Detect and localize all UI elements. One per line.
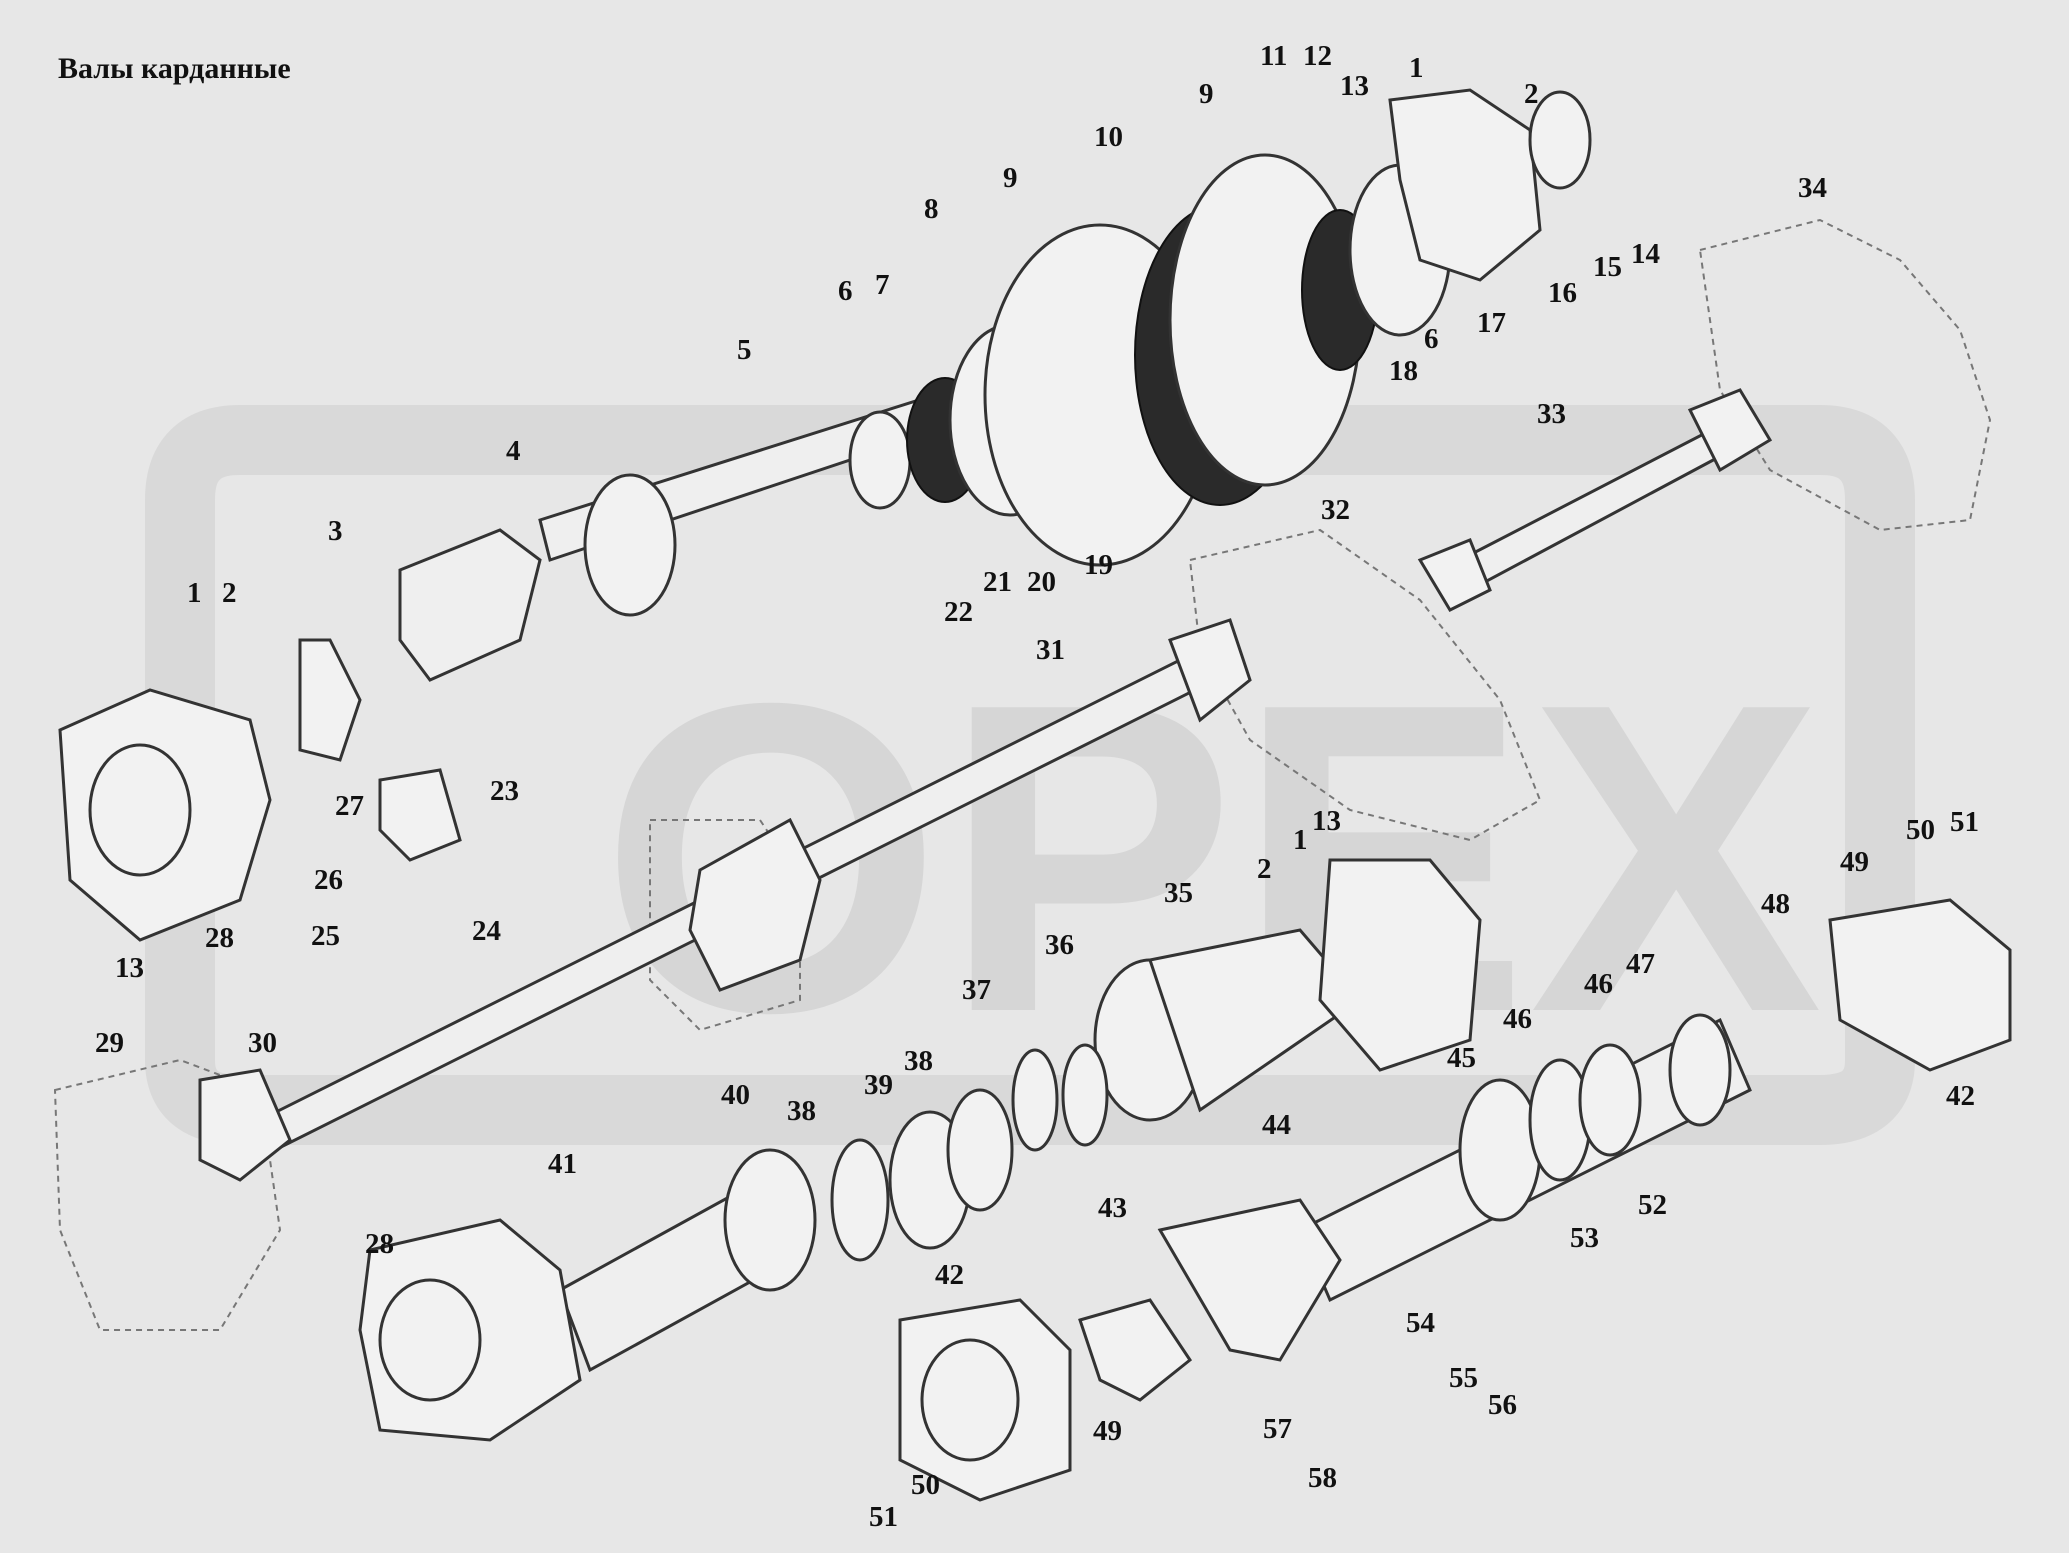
callout-number: 21 <box>983 566 1012 598</box>
callout-number: 56 <box>1488 1389 1517 1421</box>
callout-number: 46 <box>1503 1003 1532 1035</box>
callout-number: 4 <box>506 435 521 467</box>
lower-right-shaft <box>1157 898 2012 1362</box>
callout-number: 22 <box>944 596 973 628</box>
callout-number: 45 <box>1447 1042 1476 1074</box>
callout-number: 53 <box>1570 1222 1599 1254</box>
upper-shaft-assembly <box>298 88 1592 862</box>
callout-number: 49 <box>1093 1415 1122 1447</box>
callout-number: 2 <box>222 577 237 609</box>
callout-number: 14 <box>1631 238 1660 270</box>
callout-number: 47 <box>1626 948 1655 980</box>
callout-number: 51 <box>1950 806 1979 838</box>
callout-number: 51 <box>869 1501 898 1533</box>
callout-number: 19 <box>1084 549 1113 581</box>
callout-number: 10 <box>1094 121 1123 153</box>
callout-number: 49 <box>1840 846 1869 878</box>
lower-middle-flange <box>898 1298 1193 1502</box>
callout-number: 46 <box>1584 968 1613 1000</box>
callout-number: 52 <box>1638 1189 1667 1221</box>
callout-number: 38 <box>787 1095 816 1127</box>
callout-number: 24 <box>472 915 501 947</box>
right-upper-shaft <box>1417 388 1773 612</box>
callout-number: 55 <box>1449 1362 1478 1394</box>
callout-number: 48 <box>1761 888 1790 920</box>
callout-number: 44 <box>1262 1109 1291 1141</box>
callout-number: 8 <box>924 193 939 225</box>
callout-number: 16 <box>1548 277 1577 309</box>
callout-number: 58 <box>1308 1462 1337 1494</box>
callout-number: 35 <box>1164 877 1193 909</box>
callout-number: 29 <box>95 1027 124 1059</box>
callout-number: 27 <box>335 790 364 822</box>
callout-number: 28 <box>365 1228 394 1260</box>
diagram-title: Валы карданные <box>58 52 291 85</box>
callout-number: 23 <box>490 775 519 807</box>
callout-number: 9 <box>1199 78 1214 110</box>
callout-number: 11 <box>1260 40 1287 72</box>
callout-number: 28 <box>205 922 234 954</box>
callout-number: 17 <box>1477 307 1506 339</box>
callout-number: 20 <box>1027 566 1056 598</box>
callout-number: 31 <box>1036 634 1065 666</box>
callout-number: 57 <box>1263 1413 1292 1445</box>
callout-number: 39 <box>864 1069 893 1101</box>
callout-number: 33 <box>1537 398 1566 430</box>
callout-number: 54 <box>1406 1307 1435 1339</box>
callout-number: 13 <box>1340 70 1369 102</box>
callout-number: 38 <box>904 1045 933 1077</box>
callout-number: 2 <box>1524 78 1539 110</box>
left-flange <box>58 688 272 942</box>
callout-number: 15 <box>1593 251 1622 283</box>
callout-number: 13 <box>1312 805 1341 837</box>
callout-number: 1 <box>1293 824 1308 856</box>
callout-number: 50 <box>1906 814 1935 846</box>
callout-number: 6 <box>1424 323 1439 355</box>
callout-number: 37 <box>962 974 991 1006</box>
callout-number: 30 <box>248 1027 277 1059</box>
callout-number: 18 <box>1389 355 1418 387</box>
callout-number: 50 <box>911 1469 940 1501</box>
callout-number: 25 <box>311 920 340 952</box>
callout-number: 1 <box>187 577 202 609</box>
callout-number: 36 <box>1045 929 1074 961</box>
callout-number: 32 <box>1321 494 1350 526</box>
callout-number: 34 <box>1798 172 1827 204</box>
callout-number: 41 <box>548 1148 577 1180</box>
callout-number: 5 <box>737 334 752 366</box>
callout-number: 13 <box>115 952 144 984</box>
callout-number: 9 <box>1003 162 1018 194</box>
callout-number: 43 <box>1098 1192 1127 1224</box>
callout-number: 7 <box>875 269 890 301</box>
callout-number: 12 <box>1303 40 1332 72</box>
sleeve-yoke-assembly <box>1011 858 1482 1152</box>
callout-number: 2 <box>1257 853 1272 885</box>
lower-left-shaft <box>358 1088 1014 1442</box>
callout-number: 42 <box>935 1259 964 1291</box>
callout-number: 6 <box>838 275 853 307</box>
middle-long-shaft <box>198 618 1252 1182</box>
callout-number: 1 <box>1409 52 1424 84</box>
callout-number: 26 <box>314 864 343 896</box>
callout-number: 42 <box>1946 1080 1975 1112</box>
callout-number: 40 <box>721 1079 750 1111</box>
callout-number: 3 <box>328 515 343 547</box>
